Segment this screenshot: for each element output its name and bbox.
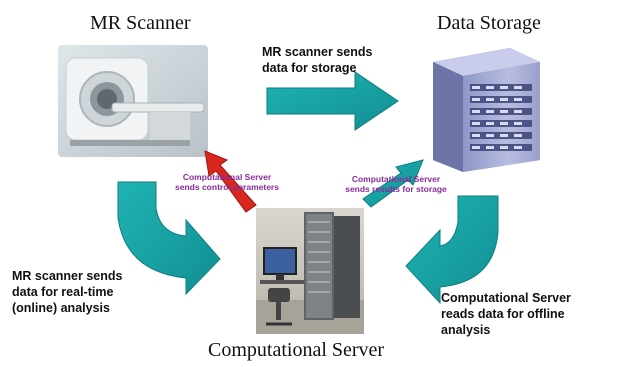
label-server-to-storage: Computational Server sends results for s… bbox=[330, 174, 462, 194]
arrow-server-to-scanner bbox=[204, 150, 257, 213]
label-line: Computational Server bbox=[351, 174, 441, 184]
label-line: sends results for storage bbox=[345, 184, 447, 194]
label-line: sends control parameters bbox=[175, 182, 279, 192]
label-line: analysis bbox=[441, 323, 491, 337]
label-server-to-scanner: Computational Server sends control param… bbox=[160, 172, 294, 192]
label-scanner-to-server: MR scanner sends data for real-time (onl… bbox=[12, 268, 122, 316]
computational-server-title: Computational Server bbox=[208, 339, 385, 361]
label-line: data for real-time bbox=[12, 285, 114, 299]
arrow-scanner-to-server bbox=[117, 181, 221, 296]
label-line: MR scanner sends bbox=[262, 45, 373, 59]
data-storage-image bbox=[433, 48, 540, 172]
label-storage-to-server: Computational Server reads data for offl… bbox=[441, 290, 571, 338]
arrow-server-to-storage bbox=[362, 159, 424, 208]
label-line: data for storage bbox=[262, 61, 357, 75]
label-line: (online) analysis bbox=[12, 301, 110, 315]
label-line: Computational Server bbox=[441, 291, 571, 305]
arrow-storage-to-server bbox=[405, 195, 499, 305]
mr-scanner-image bbox=[58, 45, 208, 157]
computational-server-image bbox=[256, 208, 364, 334]
label-line: Computational Server bbox=[182, 172, 272, 182]
label-line: reads data for offline bbox=[441, 307, 565, 321]
arrow-scanner-to-storage bbox=[266, 71, 399, 131]
label-line: MR scanner sends bbox=[12, 269, 123, 283]
mr-scanner-title: MR Scanner bbox=[90, 12, 191, 34]
data-storage-title: Data Storage bbox=[437, 12, 541, 34]
label-scanner-to-storage: MR scanner sends data for storage bbox=[262, 44, 372, 76]
